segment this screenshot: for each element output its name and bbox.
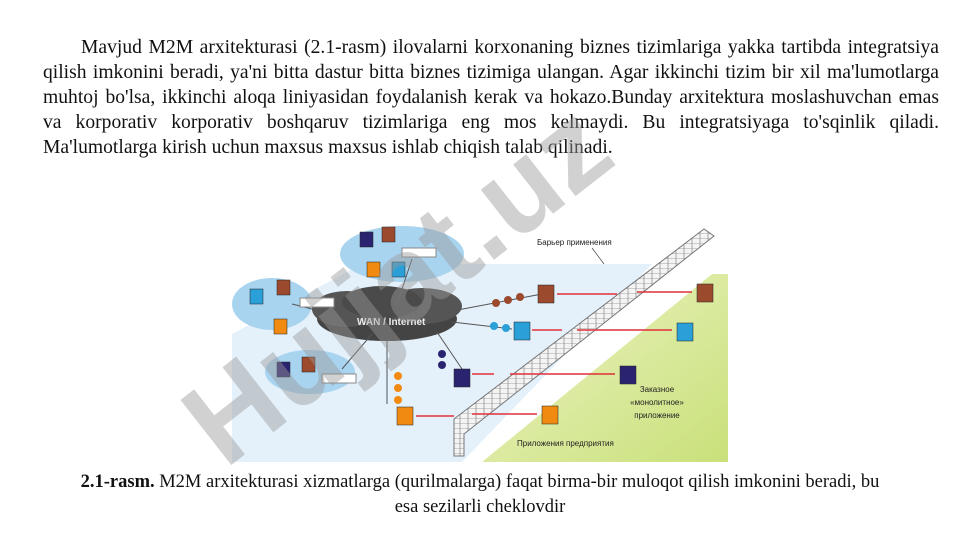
- device-navy: [619, 365, 637, 385]
- device-brown: [537, 284, 555, 304]
- device-navy: [453, 368, 471, 388]
- m2m-architecture-diagram: WAN / Internet Барьер применения За: [232, 224, 728, 462]
- caption-number: 2.1-rasm.: [80, 472, 155, 492]
- monolith-label: «монолитное»: [630, 398, 684, 407]
- device-blue: [513, 321, 531, 341]
- router: [401, 247, 437, 258]
- device-brown: [301, 356, 316, 373]
- device-blue: [391, 261, 406, 278]
- monolith-label: приложение: [634, 411, 680, 420]
- device-brown: [381, 226, 396, 243]
- figure-caption: 2.1-rasm. M2M arxitekturasi xizmatlarga …: [80, 470, 880, 520]
- router: [321, 373, 357, 384]
- device-brown: [696, 283, 714, 303]
- device-navy: [359, 231, 374, 248]
- device-brown: [276, 279, 291, 296]
- barrier-wall: [453, 228, 715, 457]
- barrier-label: Барьер применения: [537, 238, 612, 247]
- device-orange: [366, 261, 381, 278]
- enterprise-label: Приложения предприятия: [517, 439, 614, 448]
- device-orange: [541, 405, 559, 425]
- body-paragraph: Mavjud M2M arxitekturasi (2.1-rasm) ilov…: [43, 37, 939, 158]
- device-orange: [273, 318, 288, 335]
- device-blue: [676, 322, 694, 342]
- device-navy: [276, 361, 291, 378]
- device-blue: [249, 288, 264, 305]
- cloud-label: WAN / Internet: [357, 317, 426, 328]
- router: [299, 297, 335, 308]
- wan-cloud: [312, 286, 462, 341]
- caption-text: M2M arxitekturasi xizmatlarga (qurilmala…: [154, 472, 880, 517]
- device-orange: [396, 406, 414, 426]
- monolith-label: Заказное: [640, 385, 675, 394]
